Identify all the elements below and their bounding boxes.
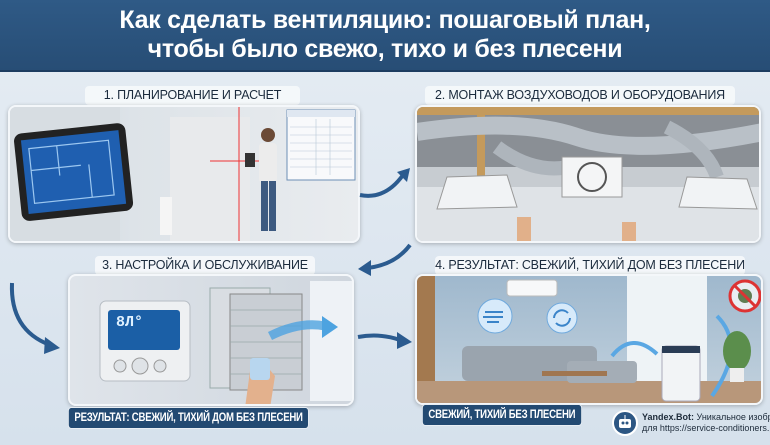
airflow-icon bbox=[477, 298, 513, 334]
thermostat-display: 8Л° bbox=[116, 314, 144, 331]
no-mold-icon bbox=[728, 279, 761, 313]
planning-illustration bbox=[10, 107, 356, 241]
step-1-image bbox=[8, 105, 360, 243]
arrow-step3-to-step4-icon bbox=[357, 332, 412, 349]
person-icon bbox=[259, 128, 277, 231]
calculation-table-icon bbox=[286, 109, 356, 181]
air-conditioner-icon bbox=[506, 279, 558, 297]
step-3-image: 8Л° bbox=[68, 274, 354, 406]
title-line-1: Как сделать вентиляцию: пошаговый план, bbox=[119, 6, 651, 34]
watermark-text: Уникальное изображени bbox=[696, 412, 770, 422]
step-2-label: 2. МОНТАЖ ВОЗДУХОВОДОВ И ОБОРУДОВАНИЯ bbox=[425, 86, 735, 105]
watermark: Yandex.Bot: Уникальное изображенидля htt… bbox=[612, 408, 770, 442]
arrow-step2-to-step3-icon bbox=[358, 243, 412, 276]
plant-icon bbox=[723, 331, 751, 382]
watermark-brand: Yandex.Bot: bbox=[642, 412, 695, 422]
arrow-step1-to-step2-icon bbox=[359, 168, 410, 198]
maintenance-illustration bbox=[99, 281, 352, 404]
sofa-icon bbox=[462, 346, 637, 383]
vent-grille-icon bbox=[436, 156, 758, 210]
step-1-label: 1. ПЛАНИРОВАНИЕ И РАСЧЕТ bbox=[85, 86, 300, 105]
title-banner: Как сделать вентиляцию: пошаговый план, … bbox=[0, 0, 770, 72]
step-4-caption: СВЕЖИЙ, ТИХИЙ БЕЗ ПЛЕСЕНИ bbox=[422, 404, 582, 426]
step-3-label: 3. НАСТРОЙКА И ОБСЛУЖИВАНИЕ bbox=[95, 256, 315, 275]
ductwork-illustration bbox=[417, 107, 759, 241]
watermark-url: для https://service-conditioners.pro bbox=[642, 423, 770, 433]
recirculation-icon bbox=[546, 302, 578, 334]
tablet-icon bbox=[14, 123, 134, 221]
living-room-illustration bbox=[417, 276, 761, 403]
step-4-image bbox=[415, 274, 763, 405]
step-3-caption: РЕЗУЛЬТАТ: СВЕЖИЙ, ТИХИЙ ДОМ БЕЗ ПЛЕСЕНИ bbox=[68, 407, 310, 429]
step-4-label: 4. РЕЗУЛЬТАТ: СВЕЖИЙ, ТИХИЙ ДОМ БЕЗ ПЛЕС… bbox=[435, 256, 745, 275]
title-line-2: чтобы было свежо, тихо и без плесени bbox=[147, 35, 623, 63]
robot-icon bbox=[612, 410, 638, 436]
dehumidifier-icon bbox=[661, 345, 701, 402]
thermostat-icon bbox=[99, 300, 191, 382]
arrow-left-loop-icon bbox=[9, 282, 60, 354]
step-2-image bbox=[415, 105, 761, 243]
